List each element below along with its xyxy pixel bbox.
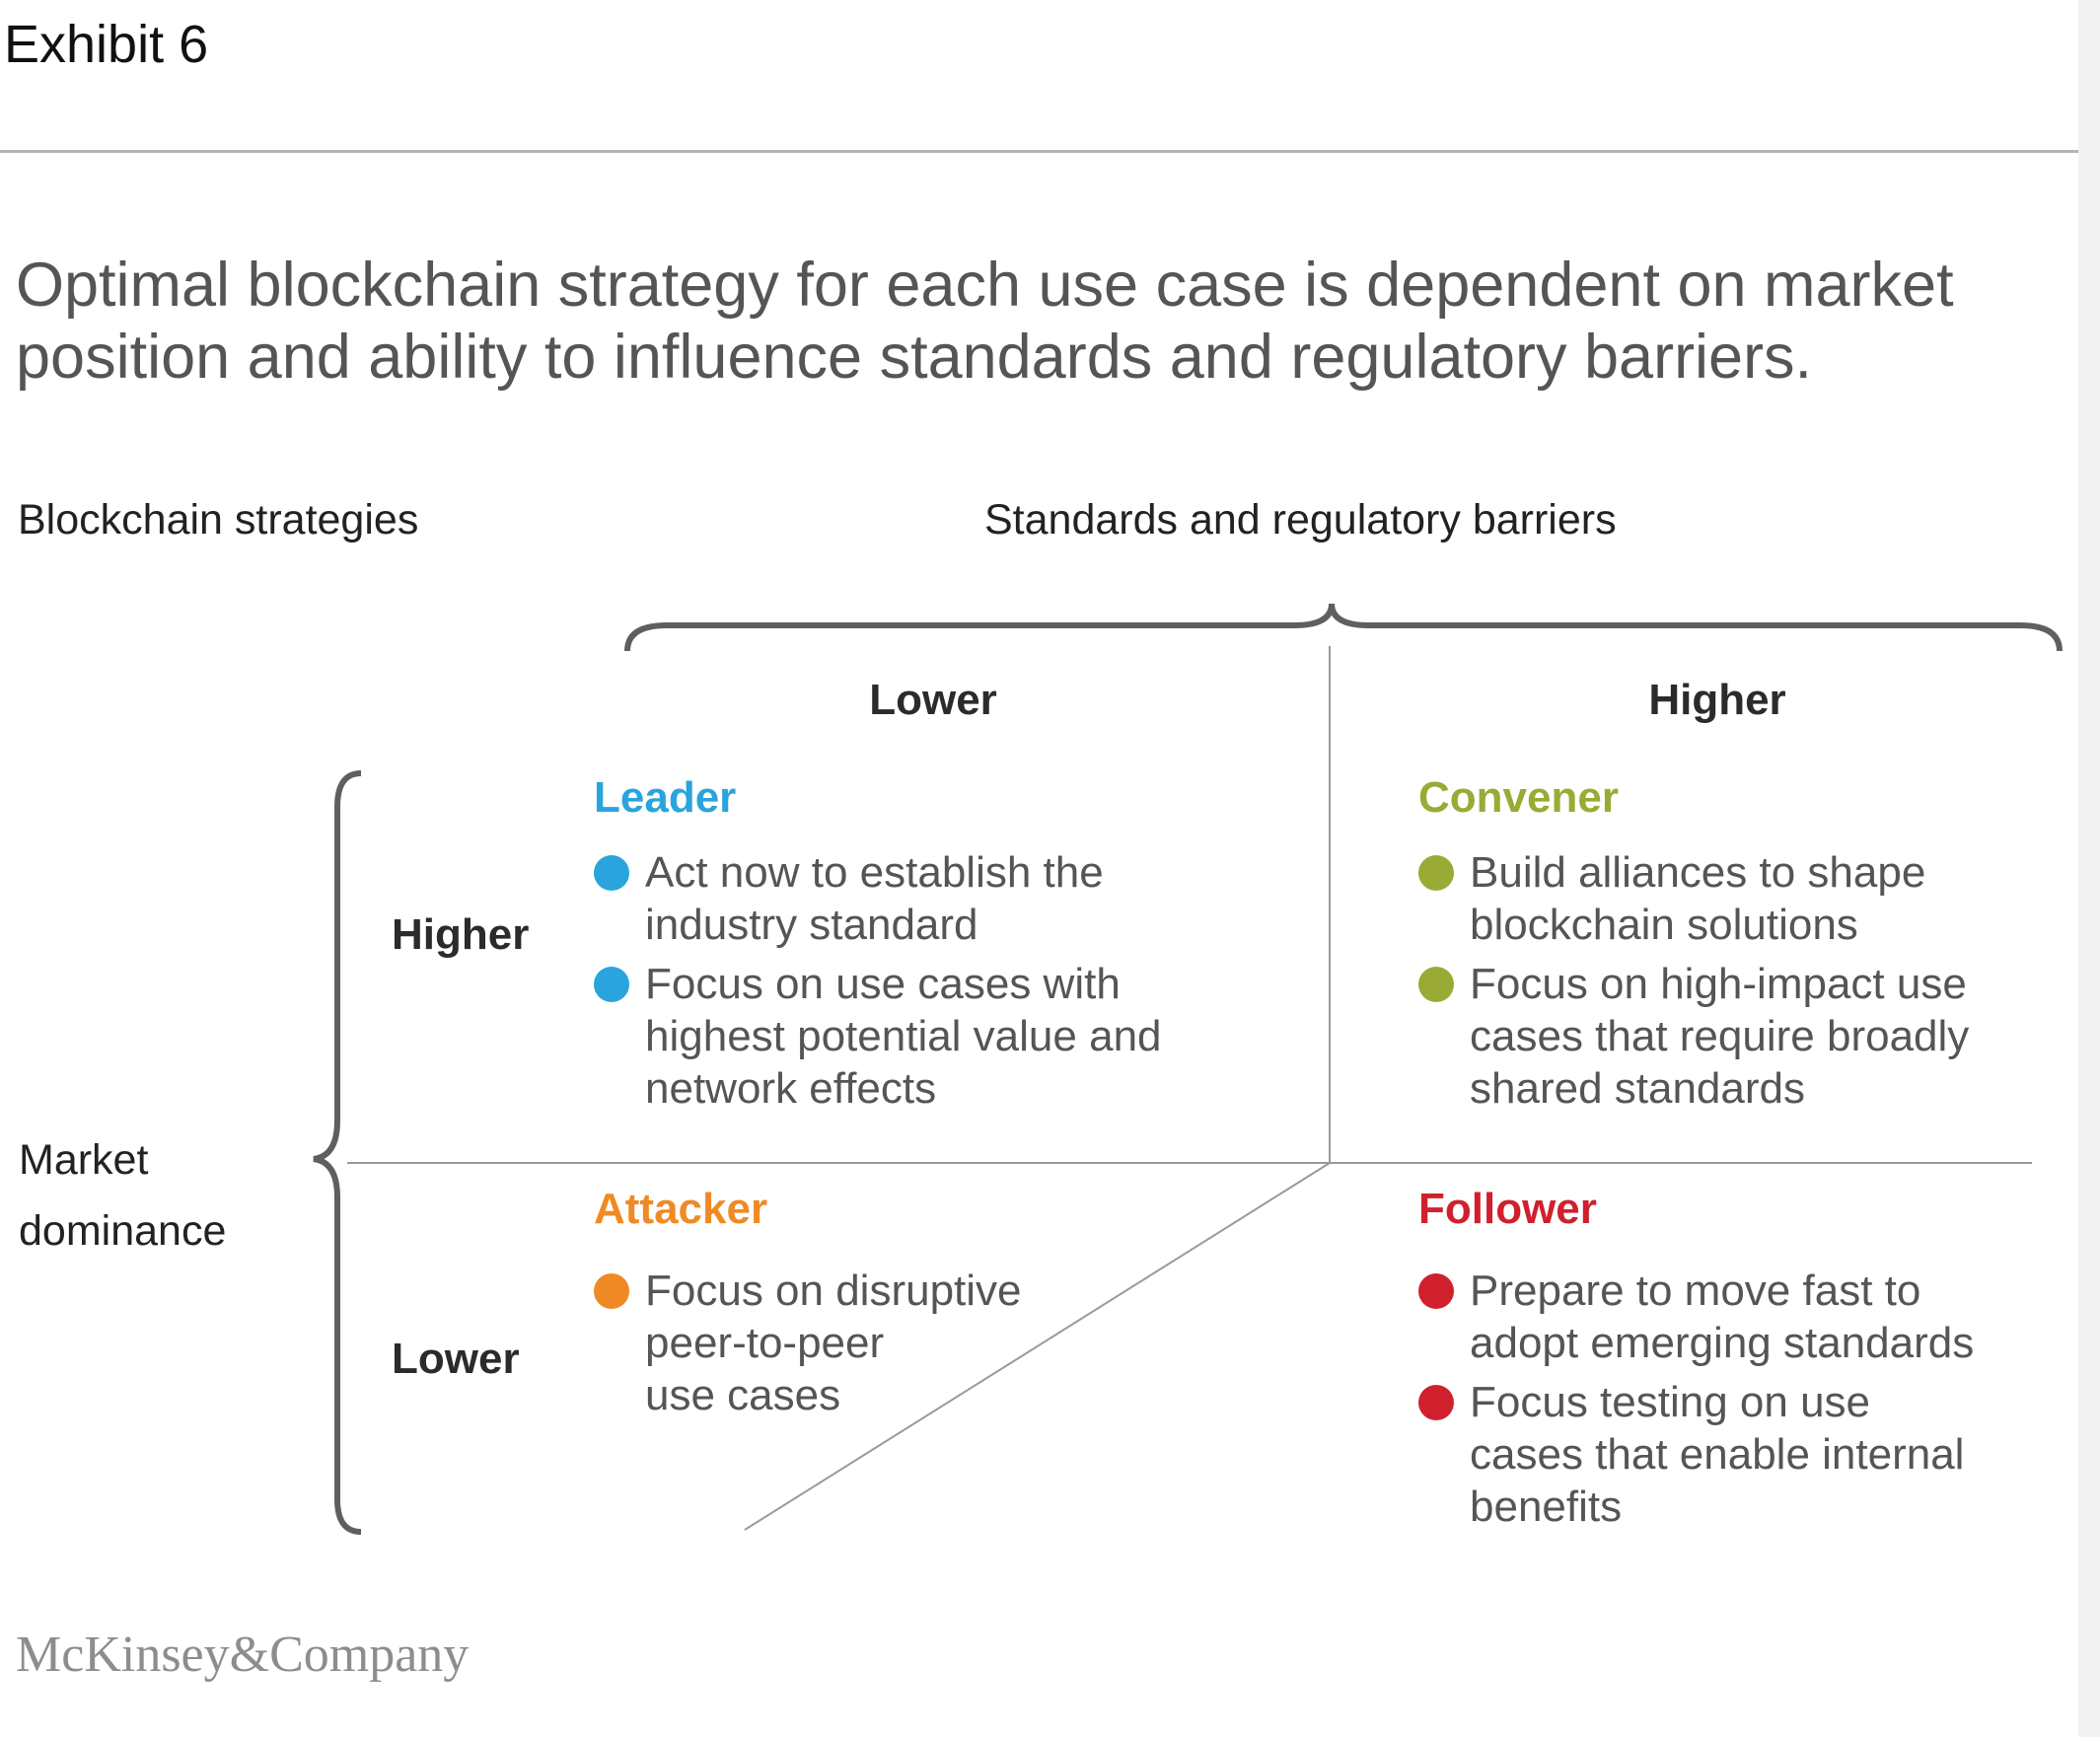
bullet-icon (1418, 1385, 1454, 1420)
convener-title: Convener (1418, 773, 1619, 822)
headline: Optimal blockchain strategy for each use… (16, 250, 1954, 394)
leader-item-2-line-3: network effects (645, 1064, 937, 1113)
row-header-lower: Lower (392, 1335, 520, 1383)
bullet-icon (594, 1273, 629, 1309)
headline-line-2: position and ability to influence standa… (16, 323, 1813, 392)
bullet-icon (1418, 855, 1454, 891)
follower-item-1-line-1: Prepare to move fast to (1470, 1267, 1921, 1315)
row-axis-title-line-1: Market (19, 1136, 149, 1184)
leader-item-1-line-2: industry standard (645, 901, 978, 949)
convener-item-2-line-1: Focus on high-impact use (1470, 960, 1967, 1008)
leader-item-2-line-1: Focus on use cases with (645, 960, 1121, 1008)
row-axis-title-line-2: dominance (19, 1207, 227, 1255)
attacker-item-1-line-1: Focus on disruptive (645, 1267, 1022, 1315)
bullet-icon (1418, 967, 1454, 1002)
bullet-icon (594, 967, 629, 1002)
follower-item-2-line-3: benefits (1470, 1483, 1623, 1531)
exhibit-label: Exhibit 6 (4, 15, 209, 74)
diagonal-divider (744, 1162, 1331, 1531)
column-axis-title: Standards and regulatory barriers (984, 496, 1617, 543)
column-brace (624, 603, 2063, 652)
leader-item-1-line-1: Act now to establish the (645, 848, 1104, 897)
attacker-item-1-line-3: use cases (645, 1371, 841, 1419)
headline-line-1: Optimal blockchain strategy for each use… (16, 251, 1954, 320)
follower-title: Follower (1418, 1185, 1597, 1233)
follower-item-2-line-1: Focus testing on use (1470, 1378, 1871, 1426)
convener-item-2-line-3: shared standards (1470, 1064, 1805, 1113)
attacker-title: Attacker (594, 1185, 768, 1233)
follower-item-2-line-2: cases that enable internal (1470, 1430, 1965, 1479)
bullet-icon (1418, 1273, 1454, 1309)
right-edge-stripe (2078, 0, 2100, 1737)
convener-item-2-line-2: cases that require broadly (1470, 1012, 1970, 1060)
attacker-item-1-line-2: peer-to-peer (645, 1319, 885, 1367)
leader-item-2-line-2: highest potential value and (645, 1012, 1162, 1060)
bullet-icon (594, 855, 629, 891)
row-header-higher: Higher (392, 910, 530, 959)
column-header-higher: Higher (1648, 676, 1786, 724)
follower-item-1-line-2: adopt emerging standards (1470, 1319, 1975, 1367)
column-header-lower: Lower (869, 676, 997, 724)
section-label: Blockchain strategies (18, 496, 419, 543)
convener-item-1-line-1: Build alliances to shape (1470, 848, 1926, 897)
leader-title: Leader (594, 773, 737, 822)
convener-item-1-line-2: blockchain solutions (1470, 901, 1858, 949)
header-rule (0, 150, 2078, 153)
row-axis-title: Market dominance (19, 1124, 226, 1267)
row-brace (313, 770, 362, 1535)
mckinsey-logo: McKinsey&Company (16, 1627, 470, 1683)
